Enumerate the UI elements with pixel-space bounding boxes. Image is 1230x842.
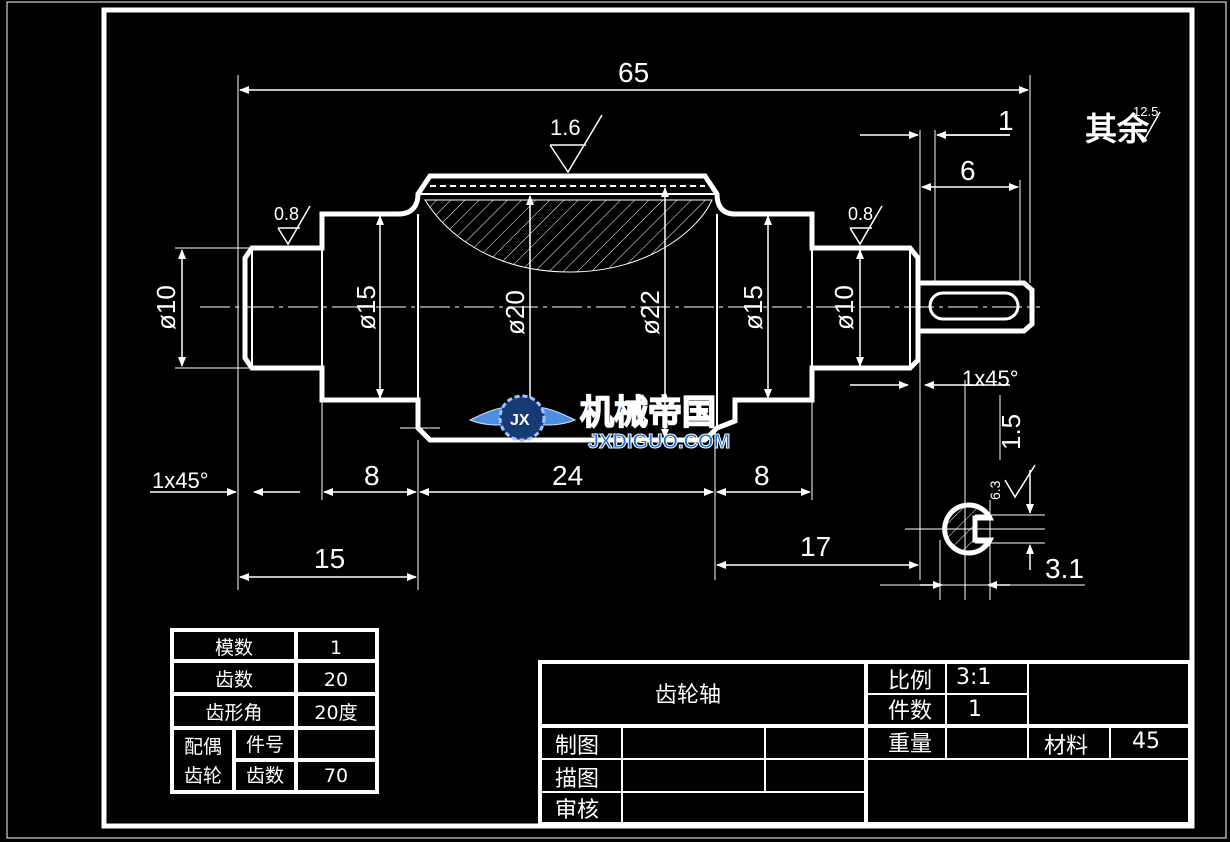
outer-border <box>6 1 1227 839</box>
watermark-url: JXDIGUO.COM <box>588 431 730 453</box>
checked-label: 审核 <box>555 798 599 823</box>
dim-right-part: 17 <box>800 531 831 562</box>
dim-overall: 65 <box>618 57 649 88</box>
shaft-outline <box>242 173 921 443</box>
roughness-others-label: 其余 <box>1085 110 1150 148</box>
roughness-symbols <box>277 111 1161 499</box>
angle-label: 齿形角 <box>205 702 262 724</box>
part-name: 齿轮轴 <box>655 683 721 708</box>
title-block <box>538 660 1192 826</box>
watermark-title: 机械帝国 <box>580 393 716 433</box>
dim-seg-right: 8 <box>754 460 770 491</box>
angle-value: 20度 <box>314 702 357 724</box>
material-value: 45 <box>1132 729 1160 754</box>
hatched-section <box>424 199 713 273</box>
leader-lines <box>150 131 1010 496</box>
module-label: 模数 <box>215 637 253 659</box>
dim-right-chamfer: 1x45° <box>962 366 1019 391</box>
dia-root: ø20 <box>500 290 530 335</box>
roughness-others-value: 12.5 <box>1133 104 1158 119</box>
roughness-gear-face: 1.6 <box>550 115 581 140</box>
dim-left-chamfer: 1x45° <box>152 468 209 493</box>
roughness-right-journal: 0.8 <box>848 204 873 224</box>
module-value: 1 <box>330 637 342 659</box>
dim-left-total: 15 <box>314 543 345 574</box>
key-stub <box>918 280 1035 334</box>
dim-key-width: 3.1 <box>1045 553 1084 584</box>
keyway-slot <box>928 291 1020 321</box>
dim-keyway-length: 6 <box>960 155 976 186</box>
material-label: 材料 <box>1044 734 1088 759</box>
qty-value: 1 <box>968 697 982 722</box>
gear-param-table <box>170 628 379 794</box>
watermark-badge: JX <box>510 412 530 429</box>
dia-tip: ø22 <box>635 290 665 335</box>
scale-value: 3:1 <box>956 665 991 690</box>
drawn-label: 制图 <box>555 734 599 759</box>
dia-left-shoulder: ø15 <box>351 285 381 330</box>
mate-teeth-value: 70 <box>324 765 348 787</box>
weight-label: 重量 <box>888 732 932 757</box>
teeth-label: 齿数 <box>215 669 253 691</box>
dim-seg-gear: 24 <box>552 460 583 491</box>
extension-lines <box>175 75 1031 590</box>
mate-teeth-label: 齿数 <box>246 765 284 787</box>
dimension-lines <box>178 86 1029 581</box>
watermark-logo: JX 机械帝国 JXDIGUO.COM <box>468 392 731 454</box>
dim-key-depth: 1.5 <box>996 414 1026 450</box>
dia-left-end: ø10 <box>151 285 181 330</box>
dia-right-shoulder: ø15 <box>738 285 768 330</box>
part-no-label: 件号 <box>246 734 284 756</box>
dim-keyway-offset: 1 <box>998 105 1014 136</box>
mate-label-1: 配偶 <box>184 736 222 758</box>
qty-label: 件数 <box>888 699 932 724</box>
scale-label: 比例 <box>888 669 932 694</box>
dim-seg-left: 8 <box>364 460 380 491</box>
teeth-value: 20 <box>324 669 348 691</box>
roughness-keyway: 6.3 <box>987 480 1003 500</box>
traced-label: 描图 <box>555 767 599 792</box>
mate-label-2: 齿轮 <box>184 765 222 787</box>
roughness-left-journal: 0.8 <box>274 204 299 224</box>
key-section-view <box>880 380 1085 600</box>
dia-right-end: ø10 <box>829 285 859 330</box>
